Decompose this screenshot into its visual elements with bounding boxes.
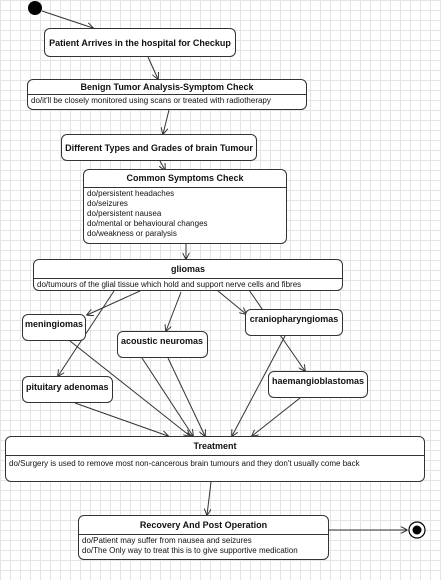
state-treatment[interactable]: Treatment do/Surgery is used to remove m… xyxy=(5,436,425,482)
state-common-symptoms-check[interactable]: Common Symptoms Check do/persistent head… xyxy=(83,169,287,244)
final-state-node xyxy=(408,521,426,539)
action-item: do/tumours of the glial tissue which hol… xyxy=(37,280,302,289)
arrow-haemangio-to-treatment xyxy=(252,397,301,436)
state-gliomas-title: gliomas xyxy=(170,264,205,274)
state-patient-arrives[interactable]: Patient Arrives in the hospital for Chec… xyxy=(44,28,236,57)
arrow-acoustic-center-to-treatment xyxy=(167,357,205,436)
arrow-pituitary-to-treatment xyxy=(74,402,168,436)
arrow-types-to-symptoms xyxy=(160,160,165,170)
state-haemangioblastomas[interactable]: haemangioblastomas xyxy=(268,371,368,398)
state-gliomas[interactable]: gliomas do/tumours of the glial tissue w… xyxy=(33,259,343,291)
arrow-treatment-to-recovery xyxy=(207,481,212,515)
state-tumour-types-title: Different Types and Grades of brain Tumo… xyxy=(65,142,253,153)
action-item: do/it'll be closely monitored using scan… xyxy=(31,96,271,105)
action-item: do/The Only way to treat this is to give… xyxy=(82,546,298,555)
state-acoustic-neuromas[interactable]: acoustic neuromas xyxy=(117,331,208,358)
action-item: do/persistent nausea xyxy=(87,209,162,218)
state-patient-arrives-title: Patient Arrives in the hospital for Chec… xyxy=(49,37,231,48)
state-pituitary-adenomas[interactable]: pituitary adenomas xyxy=(22,376,113,403)
arrow-arrival-to-benign xyxy=(147,56,158,79)
state-haemangioblastomas-title: haemangioblastomas xyxy=(271,376,365,386)
state-meningiomas[interactable]: meningiomas xyxy=(22,314,86,341)
state-recovery-post-operation-title: Recovery And Post Operation xyxy=(139,520,268,530)
state-pituitary-adenomas-title: pituitary adenomas xyxy=(26,382,109,392)
action-item: do/Patient may suffer from nausea and se… xyxy=(82,536,252,545)
state-meningiomas-title: meningiomas xyxy=(25,319,84,329)
arrow-cranio-to-treatment xyxy=(232,335,286,436)
state-recovery-post-operation-actions: do/Patient may suffer from nausea and se… xyxy=(79,534,328,557)
state-craniopharyngiomas[interactable]: craniopharyngiomas xyxy=(245,309,343,336)
arrow-gliomas-to-pituitary xyxy=(58,290,115,376)
arrow-acoustic-to-treatment xyxy=(141,357,193,436)
arrow-gliomas-to-acoustic xyxy=(166,291,182,331)
state-acoustic-neuromas-title: acoustic neuromas xyxy=(121,336,204,346)
action-item: do/seizures xyxy=(87,199,128,208)
arrow-initial-to-arrival xyxy=(41,10,93,28)
state-benign-tumor-analysis[interactable]: Benign Tumor Analysis-Symptom Check do/i… xyxy=(27,79,307,110)
state-common-symptoms-check-actions: do/persistent headaches do/seizures do/p… xyxy=(84,187,286,240)
arrow-gliomas-to-cranio xyxy=(217,290,246,314)
arrow-gliomas-to-meningiomas xyxy=(87,290,141,315)
action-item: do/weakness or paralysis xyxy=(87,229,177,238)
arrow-benign-to-types xyxy=(163,109,170,134)
state-recovery-post-operation[interactable]: Recovery And Post Operation do/Patient m… xyxy=(78,515,329,560)
arrow-meningiomas-to-treatment xyxy=(69,340,190,436)
action-item: do/persistent headaches xyxy=(87,189,175,198)
initial-state-node xyxy=(28,1,42,15)
state-benign-tumor-analysis-actions: do/it'll be closely monitored using scan… xyxy=(28,94,306,107)
state-gliomas-actions: do/tumours of the glial tissue which hol… xyxy=(34,278,342,290)
state-craniopharyngiomas-title: craniopharyngiomas xyxy=(249,314,339,324)
action-item: do/Surgery is used to remove most non-ca… xyxy=(9,459,360,468)
state-treatment-actions: do/Surgery is used to remove most non-ca… xyxy=(6,455,424,470)
action-item: do/mental or behavioural changes xyxy=(87,219,208,228)
state-tumour-types[interactable]: Different Types and Grades of brain Tumo… xyxy=(61,134,257,161)
state-benign-tumor-analysis-title: Benign Tumor Analysis-Symptom Check xyxy=(80,82,254,92)
state-common-symptoms-check-title: Common Symptoms Check xyxy=(126,173,244,183)
state-treatment-title: Treatment xyxy=(193,441,237,451)
